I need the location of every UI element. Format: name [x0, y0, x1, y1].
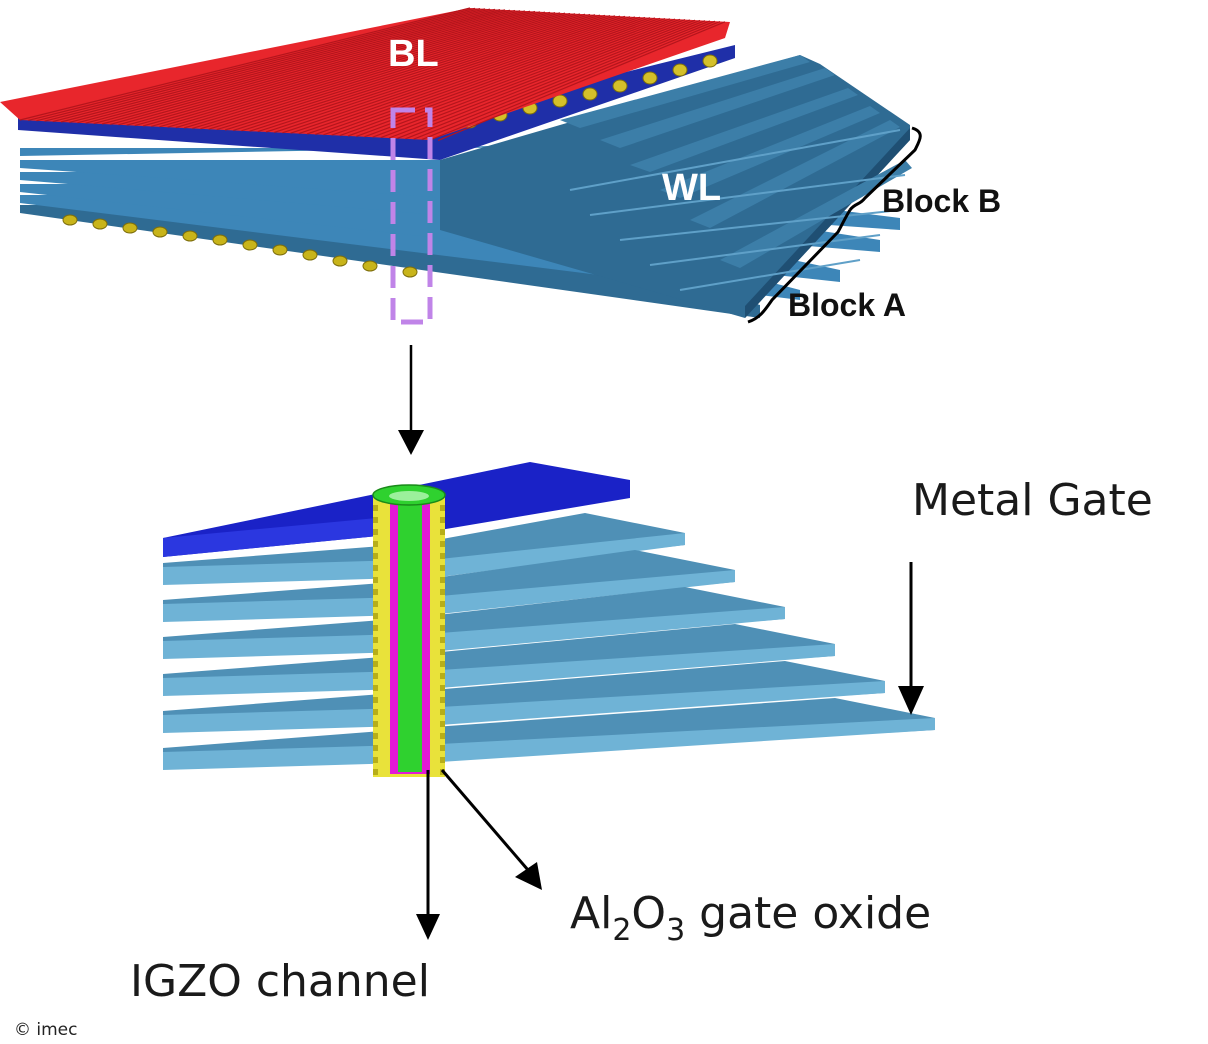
channel-label: IGZO channel: [130, 956, 430, 1007]
oxide-arrow-head: [515, 862, 542, 890]
pillar-studs-bottom: [62, 214, 418, 278]
block-b-label: Block B: [882, 183, 1001, 219]
wl-label: WL: [662, 167, 721, 209]
block-brackets: [747, 126, 922, 324]
gate-plates: [163, 513, 935, 770]
block-a-label: Block A: [788, 287, 906, 323]
pillar-zoom-view: Metal Gate Al2O3 gate oxide IGZO channel: [130, 462, 1153, 1007]
metal-gate-arrow-head: [898, 686, 924, 715]
bl-label: BL: [388, 33, 439, 75]
channel-arrow-head: [416, 914, 440, 940]
copyright-label: © imec: [14, 1020, 78, 1040]
zoom-arrow-head: [398, 430, 424, 455]
array-overview: BL WL Block B Block A: [0, 7, 1001, 325]
metal-gate-label: Metal Gate: [912, 475, 1153, 526]
bitline-sheet: [0, 7, 730, 141]
oxide-label: Al2O3 gate oxide: [570, 888, 931, 948]
wordline-staircase: [440, 55, 912, 318]
select-gate-layer: [18, 45, 735, 160]
oxide-arrow: [440, 769, 530, 871]
vertical-channel-pillar: [372, 484, 446, 777]
selected-pillar-box: [390, 107, 433, 325]
